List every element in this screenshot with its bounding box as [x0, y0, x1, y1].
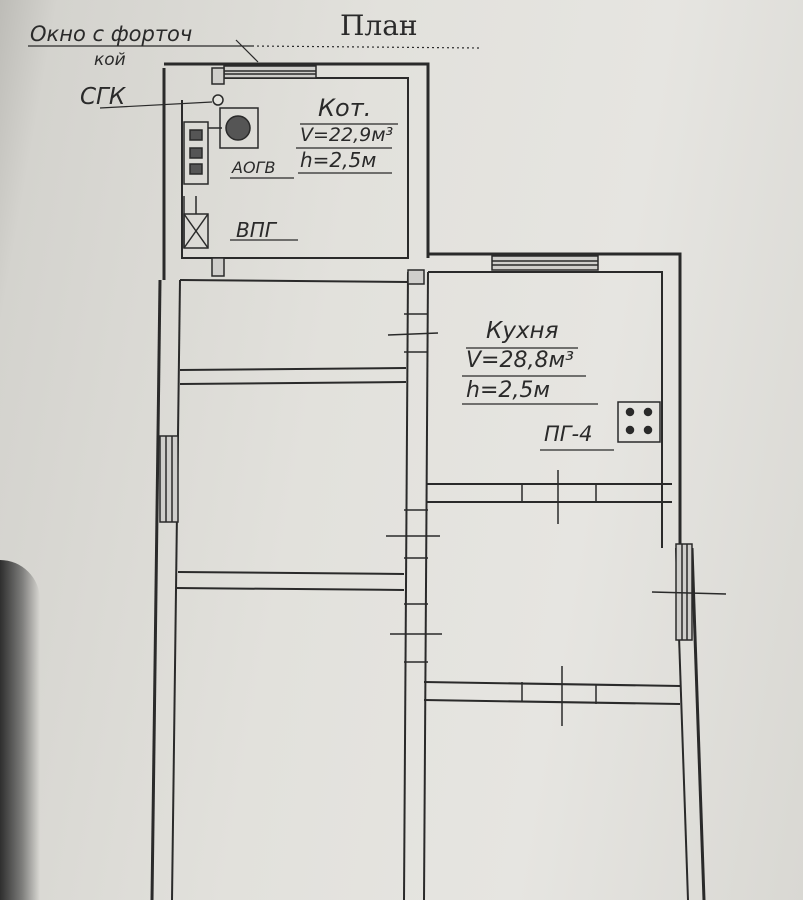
page-title: План [340, 9, 418, 42]
partition-5a [423, 681, 681, 687]
middle-wall-right [423, 271, 429, 900]
kitchen-outer-wall-top [428, 252, 682, 560]
stove-pg4-icon [617, 401, 661, 443]
window-left [159, 435, 179, 523]
kitchen-inner-wall [428, 271, 663, 548]
burner-icon [225, 115, 251, 141]
vpg-label: ВПГ [236, 218, 276, 242]
wall-block [407, 269, 425, 285]
partition-3b [175, 587, 405, 591]
boiler-room-name: Кот. [318, 94, 372, 122]
sgk-valve-icon [212, 94, 224, 106]
outer-wall-right [690, 547, 706, 900]
door-mark [387, 332, 439, 336]
window-kitchen [491, 255, 599, 271]
boiler-room-outer-wall [164, 62, 430, 258]
partition-3a [177, 571, 405, 575]
partition-5b [423, 699, 681, 705]
door-mark [651, 591, 727, 595]
sgk-label: СГК [80, 84, 126, 110]
leader-line-sgk [99, 101, 213, 109]
partition-1 [179, 279, 409, 283]
window-annotation-line1: Окно с форточ [30, 22, 193, 46]
wall-block [211, 257, 225, 277]
kitchen-height: h=2,5м [466, 378, 550, 403]
stove-label: ПГ-4 [544, 422, 593, 446]
window-right [675, 543, 693, 641]
partition-2b [179, 381, 407, 385]
aogv-label: АОГВ [232, 158, 276, 177]
outer-wall-left [150, 279, 162, 900]
partition-2a [179, 367, 407, 371]
wall-block [211, 67, 225, 85]
photo-shadow [0, 560, 40, 900]
middle-wall-left [403, 271, 409, 900]
kitchen-volume: V=28,8м³ [466, 348, 574, 373]
boiler-room-inner-wall [181, 77, 409, 259]
boiler-room-volume: V=22,9м³ [300, 124, 394, 146]
kitchen-name: Кухня [486, 318, 559, 344]
window-annotation-line2: кой [94, 50, 126, 70]
pipe-stack-icon [183, 121, 209, 185]
window-boiler [223, 65, 317, 79]
inner-wall-left [171, 279, 181, 900]
boiler-room-height: h=2,5м [300, 148, 377, 172]
leader-arrow [235, 39, 259, 63]
